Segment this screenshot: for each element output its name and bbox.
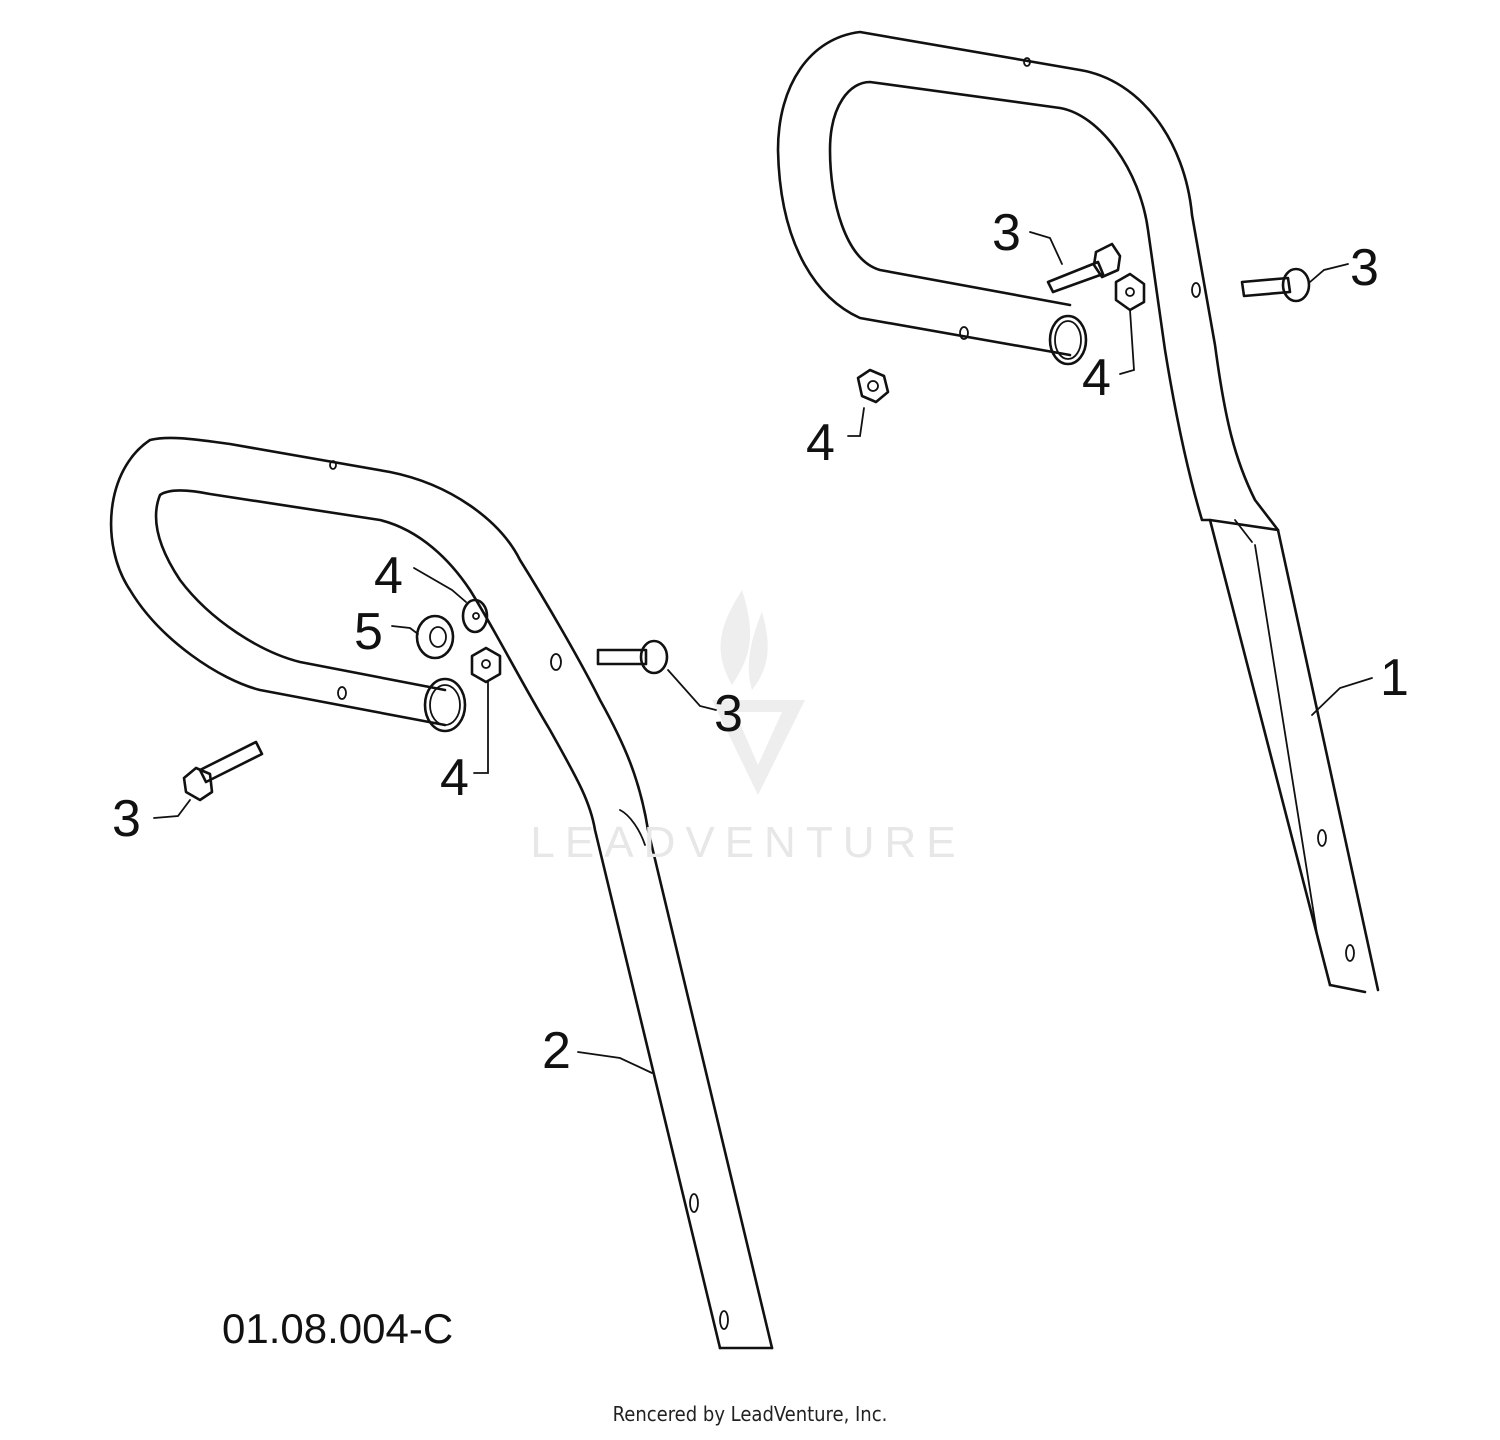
spacer-part-5 xyxy=(415,614,455,660)
footer-credit: Rencered by LeadVenture, Inc. xyxy=(612,1402,888,1426)
callout-1: 1 xyxy=(1380,649,1409,707)
nut-upper xyxy=(856,368,890,404)
washer-upper xyxy=(1114,272,1146,312)
callout-5: 5 xyxy=(354,603,383,661)
callout-4-upper-washer: 4 xyxy=(1082,349,1111,407)
washer-lower-top xyxy=(461,598,489,634)
nut-lower xyxy=(470,646,502,684)
callout-3-lower-left: 3 xyxy=(112,790,141,848)
callout-3-lower-right: 3 xyxy=(714,685,743,743)
callout-3-upper-right: 3 xyxy=(1350,239,1379,297)
callout-2: 2 xyxy=(542,1022,571,1080)
callout-3-upper-left: 3 xyxy=(992,204,1021,262)
watermark-text: LEADVENTURE xyxy=(530,818,966,867)
callout-4-upper-nut: 4 xyxy=(806,414,835,472)
bolt-lower-left xyxy=(182,740,264,802)
handle-part-1 xyxy=(776,30,1380,994)
carriage-bolt-upper-right xyxy=(1240,267,1311,303)
carriage-bolt-lower-right xyxy=(596,639,669,675)
callout-4-lower-bottom: 4 xyxy=(440,749,469,807)
bolt-upper-left xyxy=(1046,242,1122,294)
callout-4-lower-top: 4 xyxy=(374,547,403,605)
figure-code: 01.08.004-C xyxy=(222,1305,454,1352)
leader-lines xyxy=(153,231,1373,1074)
handle-part-2 xyxy=(109,436,774,1350)
